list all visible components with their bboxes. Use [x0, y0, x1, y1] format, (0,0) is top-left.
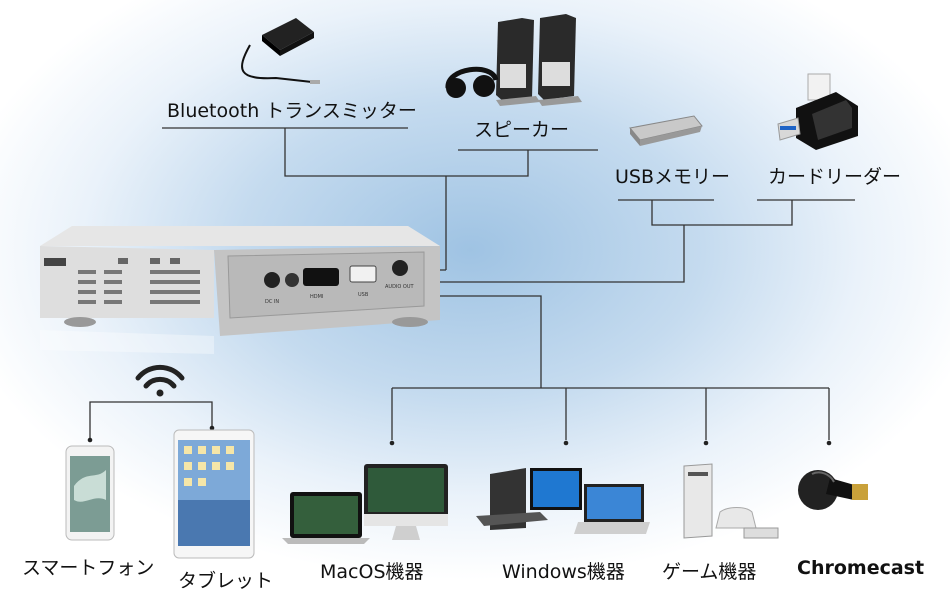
game-console-icon: [683, 463, 779, 539]
label-card-reader: カードリーダー: [768, 166, 902, 188]
chromecast-icon: [798, 470, 868, 510]
mac-icon: [282, 464, 448, 544]
label-chromecast: Chromecast: [797, 557, 925, 579]
windows-pc-icon: [476, 468, 650, 534]
bluetooth-transmitter-icon: [241, 18, 320, 84]
wifi-icon: [135, 364, 185, 397]
label-tablet: タブレット: [178, 570, 274, 592]
label-windows: Windows機器: [502, 561, 625, 583]
label-macos: MacOS機器: [320, 561, 424, 583]
tablet-icon: [173, 429, 255, 559]
usb-memory-icon: [629, 115, 703, 146]
projector-icon: [40, 226, 440, 354]
label-speaker: スピーカー: [474, 119, 570, 141]
label-bluetooth-transmitter: Bluetooth トランスミッター: [167, 100, 417, 122]
label-game: ゲーム機器: [662, 561, 757, 583]
card-reader-icon: [777, 73, 858, 150]
port-label-audio-out: AUDIO OUT: [385, 284, 415, 290]
port-label-usb: USB: [358, 292, 369, 298]
speaker-icon: [445, 14, 582, 106]
label-smartphone: スマートフォン: [22, 557, 155, 579]
connection-dots: [87, 425, 832, 446]
port-label-hdmi: HDMI: [310, 294, 323, 300]
smartphone-icon: [65, 445, 115, 541]
label-usb-memory: USBメモリー: [615, 166, 731, 188]
port-label-dc-in: DC IN: [265, 299, 279, 305]
connection-lines: [89, 127, 855, 440]
